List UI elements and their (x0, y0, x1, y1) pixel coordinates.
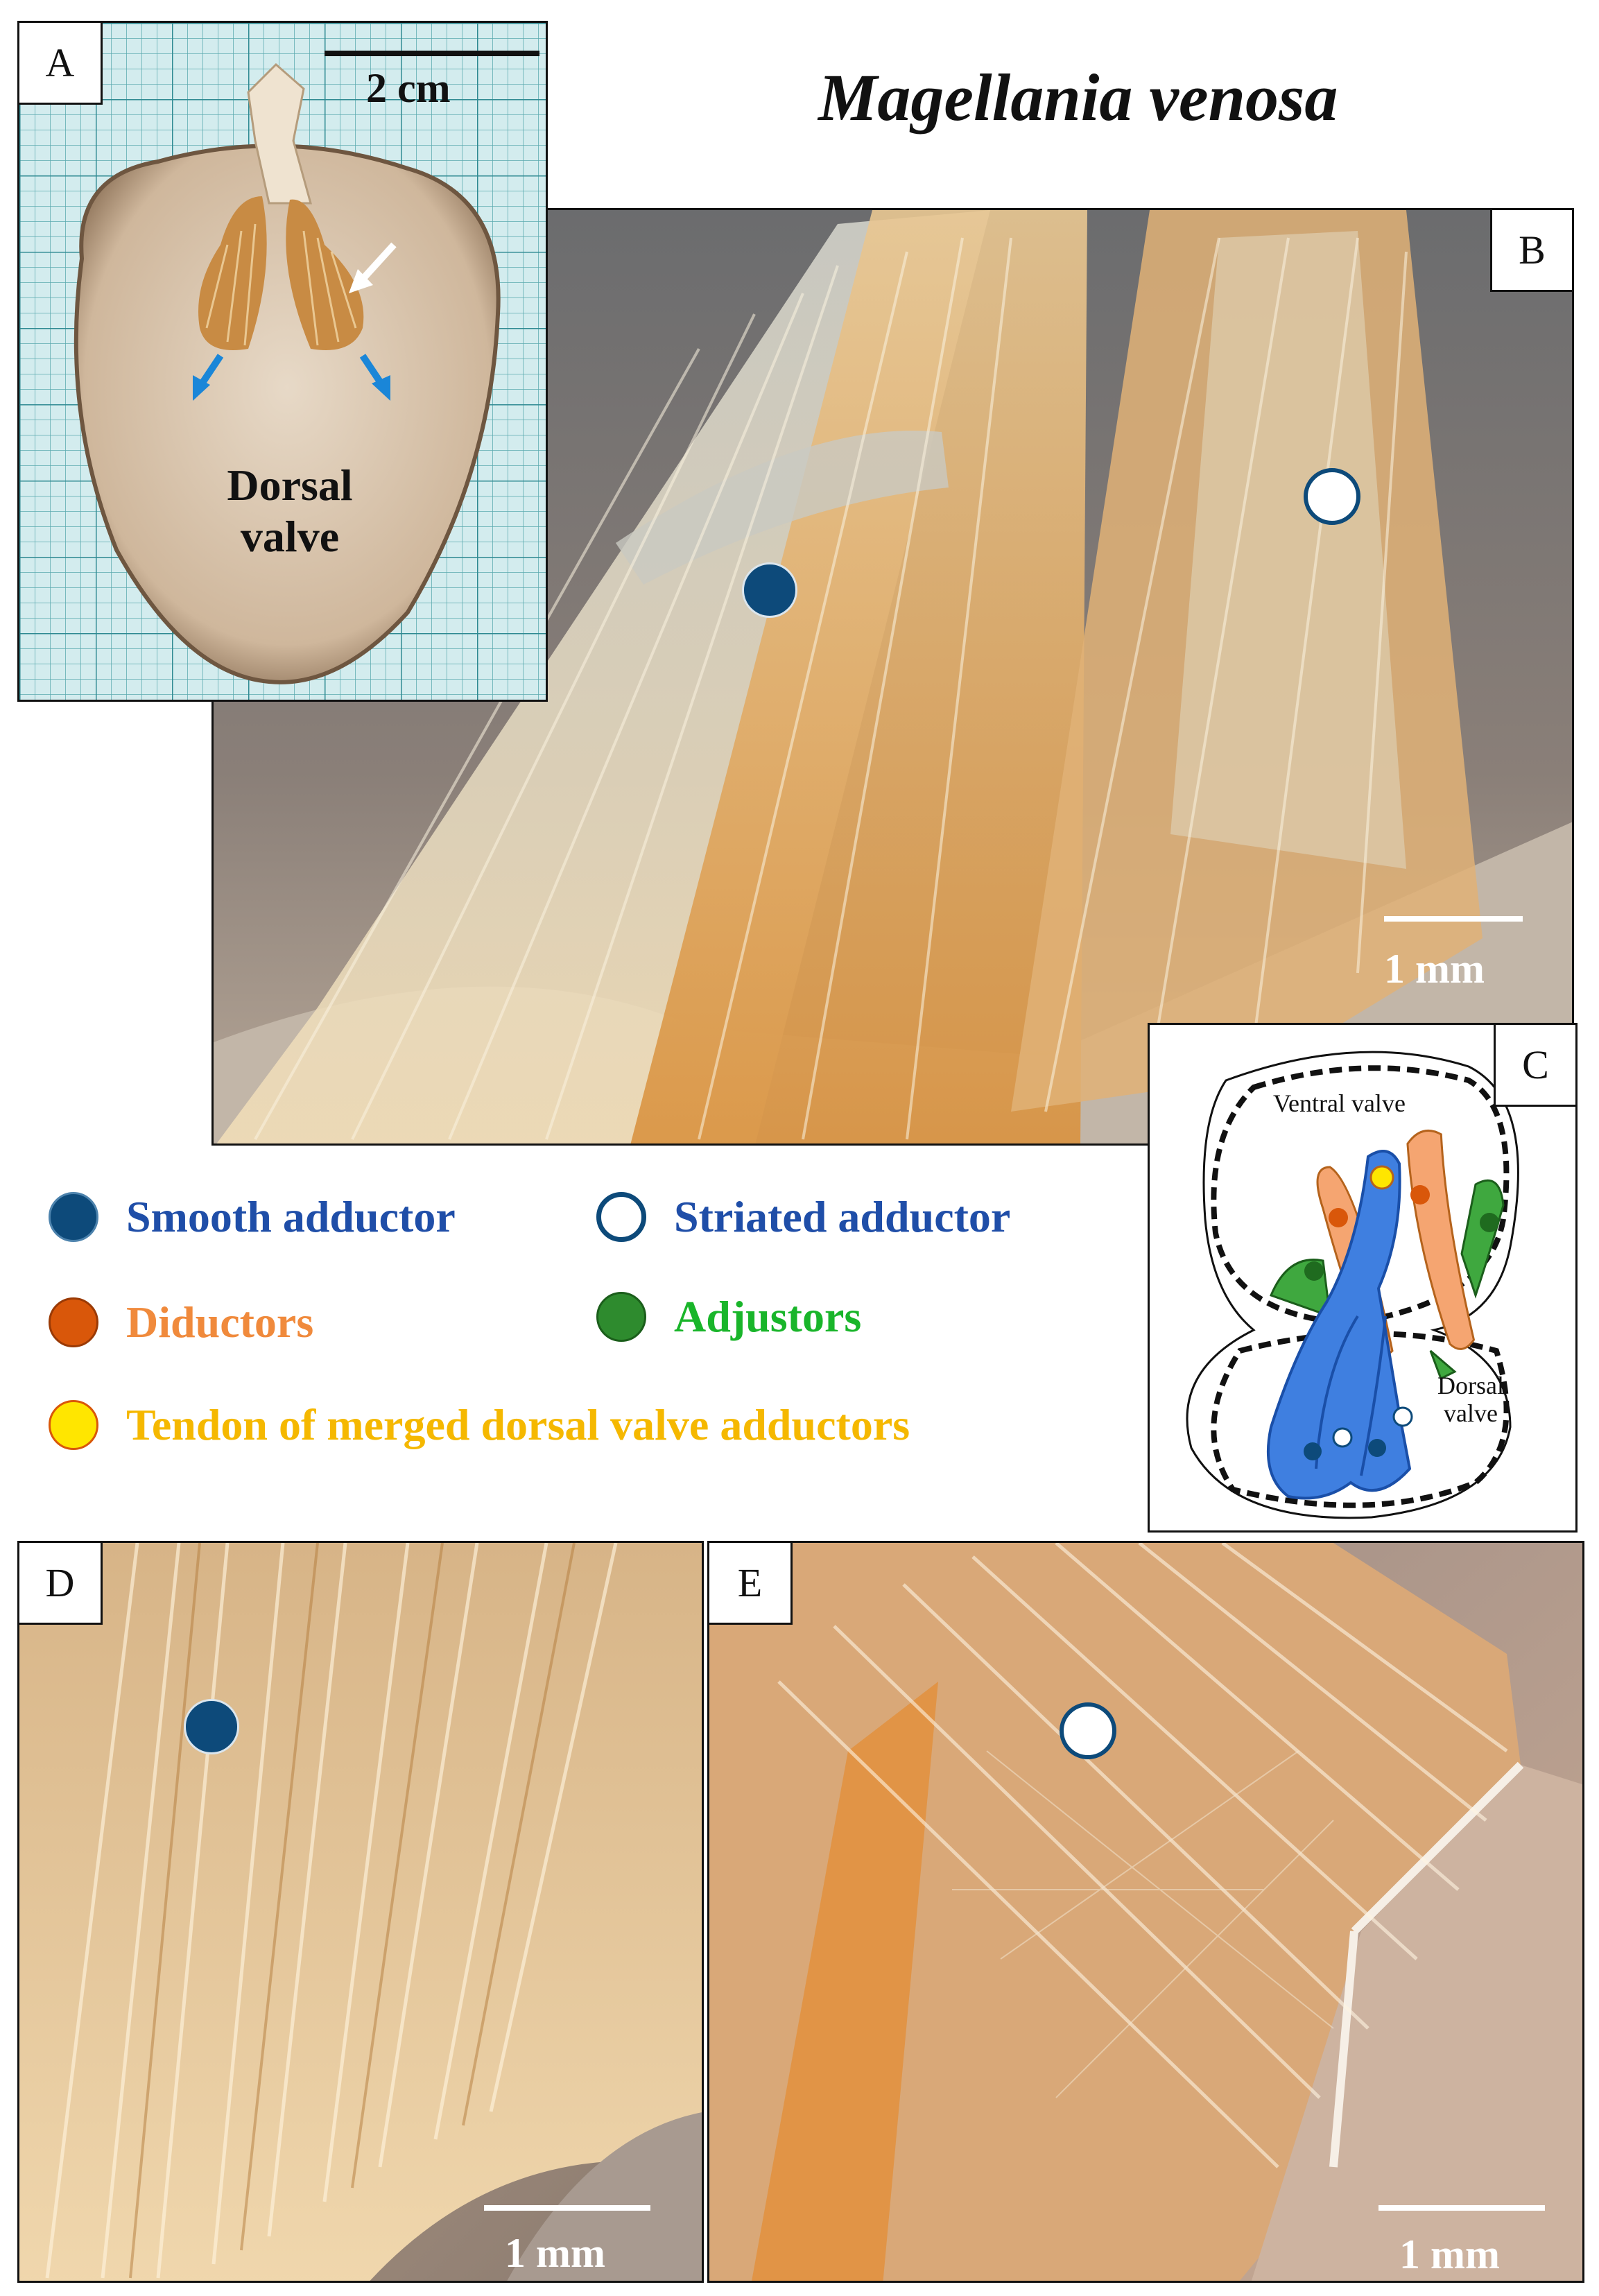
legend-diductors: Diductors (49, 1297, 313, 1348)
dorsal-valve-label-line1: Dorsal (227, 460, 353, 510)
smooth-adductor-marker-d (184, 1699, 239, 1754)
scale-bar-a (325, 51, 539, 56)
panel-a-photo (19, 23, 546, 700)
legend-tendon: Tendon of merged dorsal valve adductors (49, 1399, 910, 1451)
dorsal-valve-label-line2: valve (240, 512, 340, 561)
panel-b-photo (214, 210, 1572, 1143)
legend-smooth-label: Smooth adductor (126, 1192, 456, 1241)
tendon-dot (49, 1400, 98, 1450)
panel-c: C Ventral valve Dorsal valve (1148, 1023, 1578, 1533)
legend-adjustors-label: Adjustors (674, 1292, 862, 1341)
diductors-dot (49, 1297, 98, 1347)
panel-d-letter: D (19, 1543, 103, 1625)
scale-label-d: 1 mm (505, 2230, 605, 2276)
panel-e-letter: E (709, 1543, 793, 1625)
panel-c-diagram (1186, 1051, 1519, 1519)
panel-d: D 1 mm (17, 1541, 704, 2283)
smooth-adductor-dot (49, 1192, 98, 1242)
panel-e: E 1 mm (707, 1541, 1584, 2283)
scale-label-e: 1 mm (1399, 2232, 1500, 2277)
dorsal-valve-diagram-label-line1: Dorsal (1437, 1372, 1504, 1399)
scale-bar-b (1384, 916, 1523, 922)
dorsal-valve-diagram-label: Dorsal valve (1437, 1372, 1504, 1427)
panel-a: A 2 cm Dorsal valve (17, 21, 548, 702)
panel-b: B 1 mm (211, 208, 1574, 1146)
scale-label-b: 1 mm (1384, 946, 1485, 992)
striated-adductor-marker (1304, 468, 1360, 525)
scale-bar-e (1378, 2205, 1545, 2211)
figure-title: Magellania venosa (818, 60, 1338, 135)
panel-e-photo (709, 1543, 1582, 2281)
legend-smooth: Smooth adductor (49, 1191, 456, 1243)
legend-striated-label: Striated adductor (674, 1192, 1011, 1241)
striated-adductor-marker-e (1060, 1702, 1116, 1759)
panel-d-photo (19, 1543, 702, 2281)
legend-diductors-label: Diductors (126, 1297, 314, 1347)
panel-c-letter: C (1494, 1025, 1575, 1107)
legend-tendon-label: Tendon of merged dorsal valve adductors (126, 1400, 910, 1449)
smooth-adductor-marker (742, 562, 797, 618)
scale-label-a: 2 cm (366, 65, 451, 111)
scale-bar-d (484, 2205, 650, 2211)
adjustors-dot (596, 1292, 646, 1342)
dorsal-valve-label: Dorsal valve (182, 460, 397, 562)
ventral-valve-label: Ventral valve (1273, 1089, 1406, 1117)
legend-adjustors: Adjustors (596, 1291, 861, 1343)
legend-striated: Striated adductor (596, 1191, 1010, 1243)
dorsal-valve-diagram-label-line2: valve (1444, 1399, 1498, 1427)
panel-b-letter: B (1490, 210, 1572, 292)
striated-adductor-dot (596, 1192, 646, 1242)
panel-a-letter: A (19, 23, 103, 105)
